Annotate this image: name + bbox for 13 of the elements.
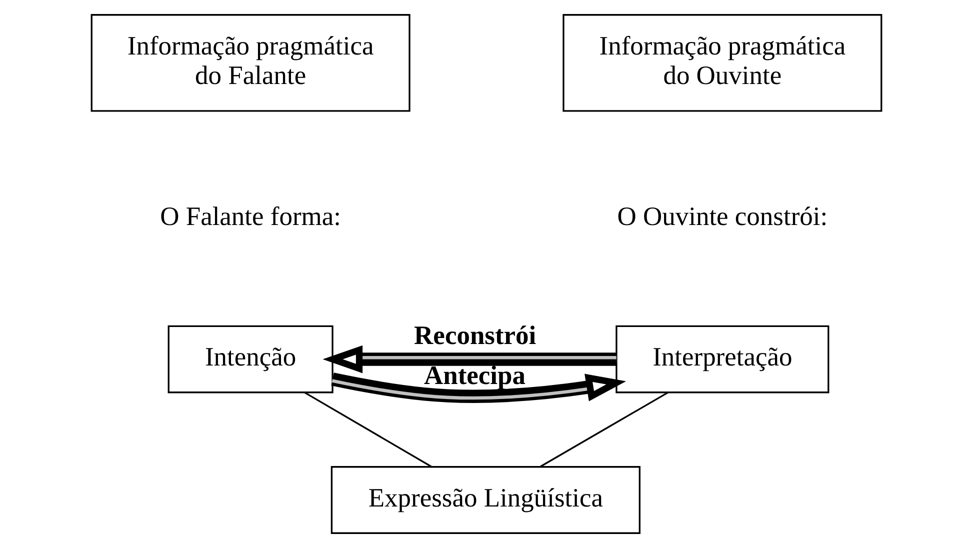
node-box: Intenção — [168, 325, 334, 394]
node-box: Expressão Lingüística — [330, 466, 640, 534]
connector — [304, 392, 432, 468]
label: O Falante forma: — [160, 200, 342, 231]
edge-label: Antecipa — [424, 360, 526, 390]
node-box: Interpretação — [616, 325, 830, 394]
node-box: Informação pragmática do Ouvinte — [562, 14, 882, 112]
connector — [540, 392, 669, 468]
arrow — [331, 372, 626, 403]
node-box: Informação pragmática do Falante — [90, 14, 410, 112]
label: O Ouvinte constrói: — [617, 200, 828, 231]
edge-label: Reconstrói — [414, 320, 536, 350]
arrow — [322, 345, 616, 374]
